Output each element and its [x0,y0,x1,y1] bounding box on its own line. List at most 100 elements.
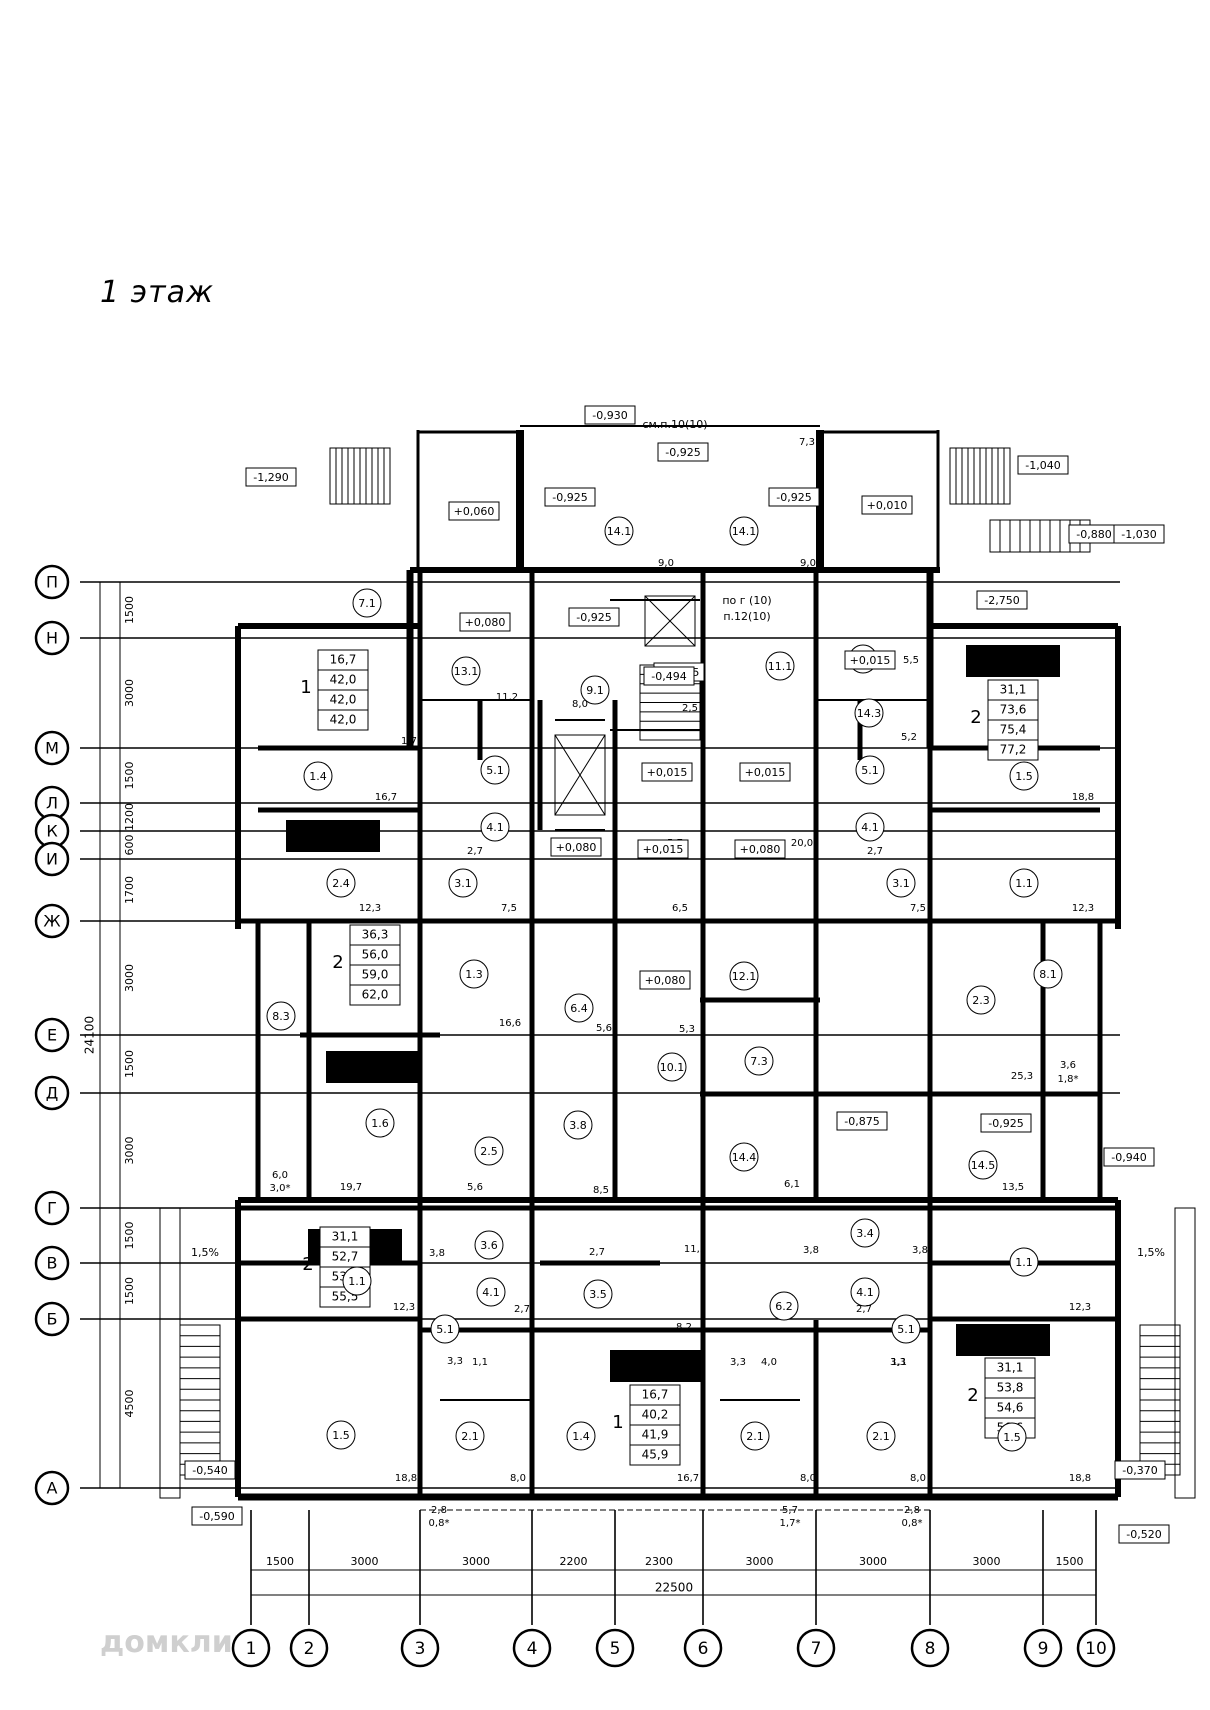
room-code: 9.1 [580,675,610,705]
axis-bubble-col: 2 [289,1628,329,1668]
apartment-label: кв. №3 [622,1354,692,1378]
elevation-mark: +0,010 [861,495,913,515]
room-code-circle [474,1136,504,1166]
elevation-mark: +0,080 [550,837,602,857]
axis-label: Л [46,794,58,813]
room-area-value: 1,7 [401,736,417,747]
room-area-value: 3,3 [730,1357,746,1368]
room-code: 3.5 [583,1279,613,1309]
dim-left-label: 4500 [123,1390,136,1418]
stair-top-left [329,447,391,505]
elevation-mark: -0,520 [1118,1524,1170,1544]
axis-label: 5 [610,1639,621,1659]
axis-label: Н [46,629,58,648]
elevation-box [836,1111,888,1131]
room-code: 11.1 [765,651,795,681]
room-area-value: 11,2 [684,1244,706,1255]
dim-bottom-label: 3000 [973,1555,1001,1568]
axis-bubble-row: Д [34,1075,70,1111]
room-code: 5.1 [855,755,885,785]
room-code-label: 5.1 [897,1323,915,1336]
elevation-box [245,467,297,487]
area-value: 40,2 [642,1408,669,1422]
elevation-label: -1,040 [1025,459,1060,472]
room-area-value: 19,7 [340,1182,362,1193]
room-area-value: 8,0 [510,1473,526,1484]
room-area-value: 6,5 [672,903,688,914]
room-code-label: 10.1 [660,1061,685,1074]
elevation-label: +0,015 [745,766,786,779]
area-value: 75,4 [1000,723,1027,737]
room-code-circle [303,761,333,791]
room-code-label: 8.1 [1039,968,1057,981]
room-code-circle [744,1046,774,1076]
axis-bubble-row: К [34,813,70,849]
elevation-mark: см.п.10(10) [642,418,707,431]
axis-bubble-col: 8 [910,1628,950,1668]
elevation-mark: +0,015 [739,762,791,782]
elevation-label: +0,080 [645,974,686,987]
elevation-label: -0,494 [651,670,686,683]
dim-left-label: 1500 [123,1050,136,1078]
elevation-label: по г (10) [722,594,771,607]
room-code: 14.4 [729,1142,759,1172]
room-code-label: 14.4 [732,1151,757,1164]
room-area-value: 1,1 [891,1357,907,1368]
room-area-value: 12,3 [359,903,381,914]
elevation-label: см.п.10(10) [642,418,707,431]
elevation-mark: -2,750 [976,590,1028,610]
apartment-badge [966,645,1060,677]
dim-bottom-label: 1500 [1056,1555,1084,1568]
area-value: 42,0 [330,673,357,687]
axis-circle [34,1075,70,1111]
dim-left-label: 1500 [123,1222,136,1250]
dim-left-label: 1200 [123,803,136,831]
room-area-value: 8,0 [572,699,588,710]
elevation-box [550,837,602,857]
elevation-label: +0,015 [647,766,688,779]
elevation-mark: по г (10) [722,594,771,607]
room-code: 3.8 [563,1110,593,1140]
area-value: 42,0 [330,693,357,707]
dim-left-label: 1700 [123,876,136,904]
room-code: 3.1 [886,868,916,898]
room-code-label: 5.1 [436,1323,454,1336]
dim-bottom-label: 1500 [266,1555,294,1568]
elevation-label: -1,030 [1121,528,1156,541]
room-area-value: 5,7 [782,1505,798,1516]
elevation-label: -1,290 [253,471,288,484]
axis-bubble-col: 9 [1023,1628,1063,1668]
elevation-label: -0,925 [988,1117,1023,1130]
room-area-value: 3,0* [270,1183,291,1194]
room-count: 1 [300,677,311,698]
elevation-mark: -0,940 [1103,1147,1155,1167]
room-area-value: 1,8* [1058,1074,1079,1085]
axis-bubble-col: 3 [400,1628,440,1668]
room-code: 3.1 [448,868,478,898]
area-value: 56,0 [362,948,389,962]
elevation-mark: -0,925 [980,1113,1032,1133]
room-area-value: 4,0 [761,1357,777,1368]
room-area-value: 2,7 [467,846,483,857]
axis-circle [34,903,70,939]
room-area-value: 0,8* [429,1518,450,1529]
room-code-circle [1009,761,1039,791]
elevation-mark: +0,080 [459,612,511,632]
elevation-box [459,612,511,632]
elevation-mark: +0,060 [448,501,500,521]
room-area-value: 2,7 [856,1304,872,1315]
room-code-circle [729,516,759,546]
axis-bubble-col: 7 [796,1628,836,1668]
room-code: 14.1 [604,516,634,546]
room-code-label: 2.1 [461,1430,479,1443]
elevation-label: -0,370 [1122,1464,1157,1477]
axis-circle [231,1628,271,1668]
room-code-circle [430,1314,460,1344]
room-count: 2 [302,1254,313,1275]
axis-bubble-row: Н [34,620,70,656]
elevation-label: +0,015 [643,843,684,856]
room-area-value: 3,6 [1060,1060,1076,1071]
axis-bubble-col: 4 [512,1628,552,1668]
axis-label: И [46,850,58,869]
